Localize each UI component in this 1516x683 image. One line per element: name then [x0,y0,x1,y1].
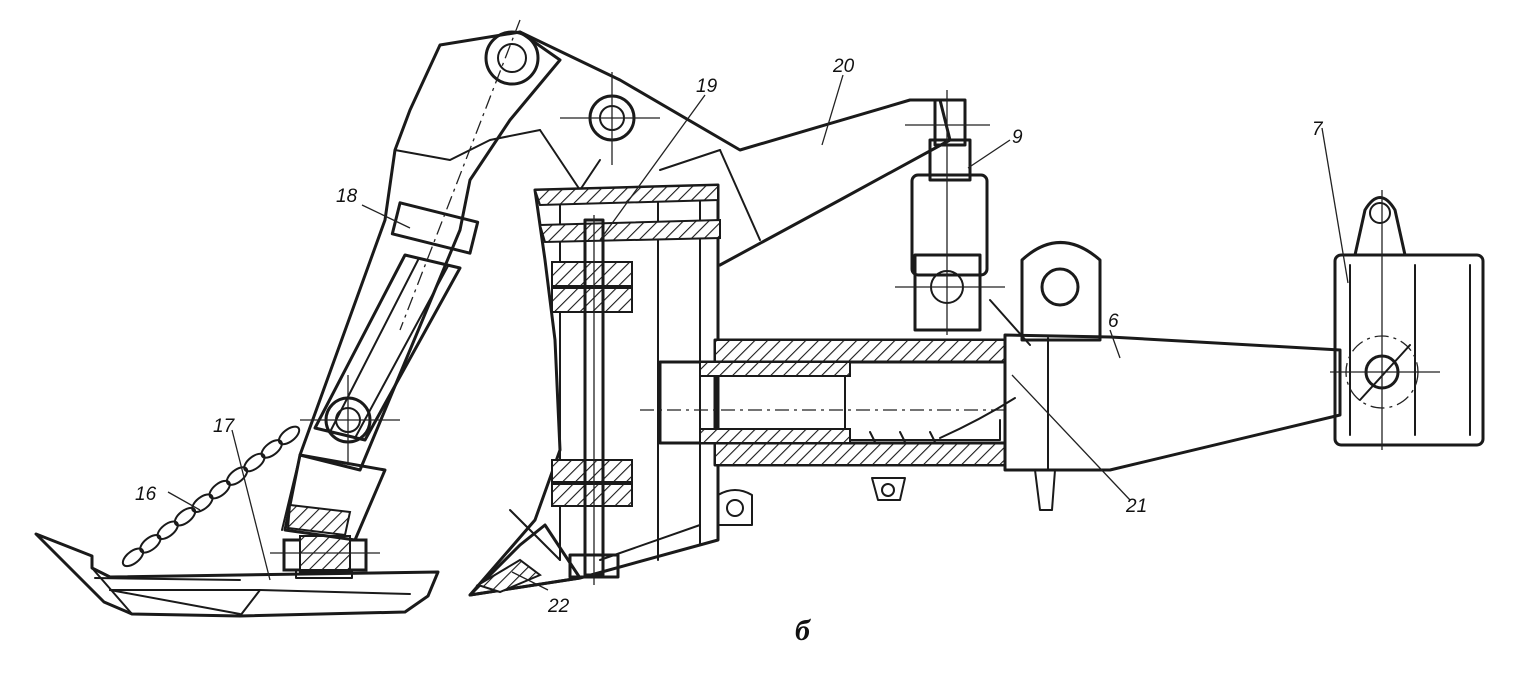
housing-7 [1330,190,1485,450]
arm-strut [281,19,562,542]
shoe-hinge [270,535,380,579]
callout-22: 22 [547,596,570,617]
callout-9: 9 [1012,127,1023,148]
main-beam-6 [1003,333,1342,511]
callout-17: 17 [213,416,236,437]
callout-21: 21 [1125,496,1147,517]
callout-20: 20 [832,56,855,77]
callout-18: 18 [336,186,358,207]
callout-6: 6 [1108,311,1119,332]
shoe-plate [34,532,440,618]
cylinder-9 [895,90,1031,346]
callout-19: 19 [696,76,718,97]
figure-letter: б [795,614,811,647]
telescopic-beam [640,338,1016,467]
leader-lines [167,74,1349,591]
blade-frame [468,183,721,597]
callout-7: 7 [1312,119,1324,140]
chain [121,425,301,568]
callout-16: 16 [135,484,157,505]
boom [518,30,952,267]
mount-brackets [717,241,1102,526]
